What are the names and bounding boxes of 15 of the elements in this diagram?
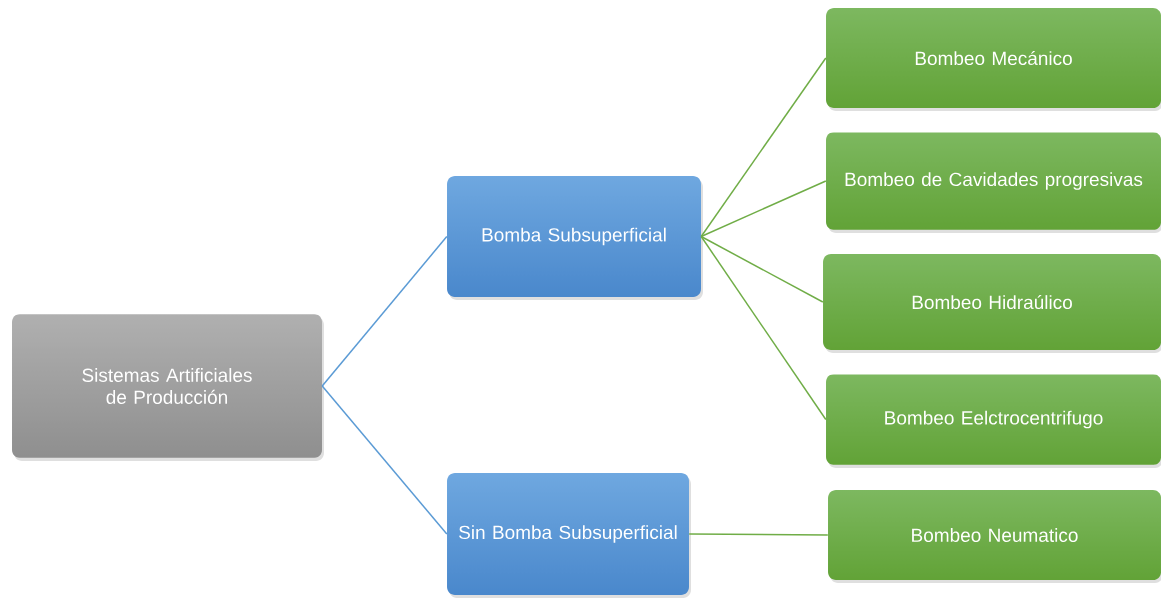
category-box: Bomba Subsuperficial — [447, 176, 703, 300]
connector-line — [321, 235, 448, 387]
category-box: Bombeo Eelctrocentrifugo — [826, 374, 1161, 468]
category-box: Sin Bomba Subsuperficial — [447, 473, 691, 598]
connector-line — [321, 385, 448, 535]
connector-line — [700, 57, 827, 238]
connector-line — [700, 235, 827, 421]
connector-line — [688, 533, 829, 536]
connector-line — [700, 180, 827, 238]
connector-line — [700, 235, 824, 303]
category-box: Bombeo de Cavidades progresivas — [826, 132, 1161, 233]
category-box: Bombeo Neumatico — [828, 490, 1161, 583]
category-box: Sistemas Artificiales de Producción — [12, 314, 324, 461]
category-box: Bombeo Mecánico — [826, 8, 1161, 111]
category-box: Bombeo Hidraúlico — [823, 254, 1161, 353]
